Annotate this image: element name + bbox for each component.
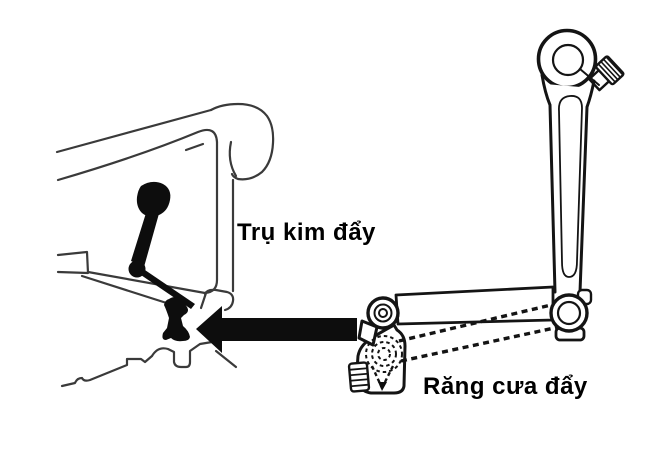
motion-dashed-line-lower (400, 325, 560, 363)
left-pivot-joint (366, 296, 400, 330)
machine-head-outline (55, 102, 275, 388)
needle-bar-lever (128, 181, 195, 342)
eccentric-dashed-circles (365, 335, 403, 373)
feed-linkage-assembly (347, 28, 625, 395)
arm-bottom-joint (549, 288, 593, 342)
eccentric-dashed-v (370, 365, 395, 391)
horizontal-link-bar (394, 285, 555, 326)
motion-dashed-line-upper (398, 303, 552, 343)
vertical-crank-arm (540, 73, 596, 294)
left-arrow-icon (196, 306, 357, 353)
needle-bar-label: Trụ kim đẩy (237, 219, 376, 246)
ribbed-knob (347, 361, 371, 393)
feed-dog-label: Răng cưa đẩy (423, 373, 588, 400)
